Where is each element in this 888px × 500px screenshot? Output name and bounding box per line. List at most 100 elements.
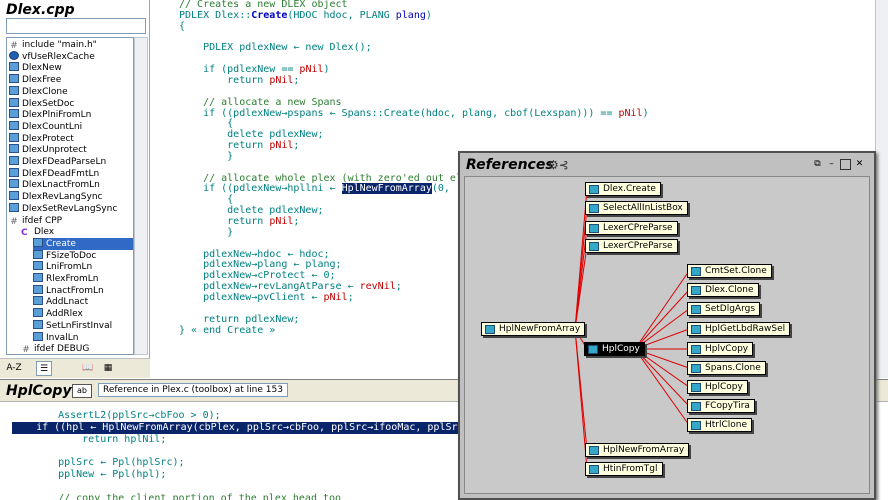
code-token: pNil (269, 216, 294, 227)
code-token: pdlexNew→hdoc ← hdoc; (179, 248, 330, 260)
outline-item[interactable]: vfUseRlexCache (9, 50, 95, 63)
function-icon (691, 364, 701, 373)
outline-item[interactable]: DlexClone (9, 85, 68, 98)
code-line: pdlexNew→pvClient ← pNil; (179, 292, 354, 304)
outline-item-label: DlexPlniFromLn (22, 110, 92, 121)
function-icon (9, 156, 19, 165)
outline-item[interactable]: LnactFromLn (33, 284, 104, 297)
code-line: PDLEX Dlex::Create(HDOC hdoc, PLANG plan… (179, 10, 432, 22)
graph-node-caller[interactable]: HplNewFromArray (585, 443, 690, 457)
graph-node-caller[interactable]: Dlex.Create (585, 182, 661, 196)
graph-node-callee[interactable]: HplCopy (687, 380, 748, 394)
outline-item[interactable]: DlexCountLni (9, 120, 82, 133)
outline-item[interactable]: DlexPlniFromLn (9, 109, 91, 121)
outline-item[interactable]: DlexFree (9, 74, 61, 86)
outline-item[interactable]: DlexSetRevLangSync (9, 202, 117, 215)
close-icon[interactable]: ✕ (855, 159, 864, 169)
code-token: { (179, 20, 186, 32)
outline-item[interactable]: DlexFDeadFmtLn (9, 167, 99, 180)
outline-item-label: Dlex (34, 227, 55, 238)
graph-node-callee[interactable]: CmtSet.Clone (687, 264, 772, 278)
sort-az-button[interactable]: A-Z (6, 363, 22, 373)
outline-item[interactable]: FSizeToDoc (33, 249, 96, 262)
minimize-icon[interactable]: – (829, 159, 834, 169)
restore-icon[interactable]: ⧉ (814, 159, 821, 169)
outline-panel: Dlex.cpp #include "main.h"vfUseRlexCache… (0, 0, 150, 378)
outline-item-label: DlexClone (22, 86, 68, 97)
outline-item[interactable]: #ifdef DEBUG (21, 343, 89, 354)
maximize-icon[interactable] (840, 159, 851, 170)
code-line: return pNil; (179, 216, 299, 228)
outline-item[interactable]: DlexUnprotect (9, 144, 87, 156)
outline-scrollbar[interactable] (134, 37, 148, 355)
graph-node-selected[interactable]: HplCopy (584, 342, 645, 356)
preprocessor-icon: # (9, 216, 19, 227)
code-token: PDLEX pdlexNew ← new Dlex(); (179, 42, 372, 54)
outline-item[interactable]: DlexFDeadParseLn (9, 156, 106, 168)
outline-item[interactable]: Create (33, 237, 133, 250)
graph-node-label: HplGetLbdRawSel (705, 324, 786, 334)
editor-scrollbar[interactable] (875, 0, 888, 378)
code-token: ; (293, 74, 300, 86)
graph-layout-icon[interactable]: ⚙⊰ (548, 158, 569, 172)
graph-node-label: LexerCPreParse (603, 223, 673, 233)
outline-item[interactable]: #ifdef CPP (9, 215, 62, 227)
outline-item[interactable]: RlexFromLn (33, 273, 98, 285)
outline-item[interactable]: SetLnFirstInval (33, 319, 112, 332)
outline-item[interactable]: AddRlex (33, 308, 83, 320)
outline-item[interactable]: DlexLnactFromLn (9, 179, 100, 191)
graph-node-label: FCopyTira (705, 401, 750, 411)
code-token: ; (293, 140, 300, 152)
code-token: return (179, 216, 270, 227)
context-doc-icon[interactable]: ab (72, 384, 92, 398)
graph-node-callee[interactable]: HplvCopy (687, 342, 754, 356)
outline-item[interactable]: LniFromLn (33, 261, 92, 273)
code-line: { (179, 118, 233, 130)
code-token: } (179, 150, 234, 162)
function-icon (33, 319, 43, 329)
graph-node-caller[interactable]: LexerCPreParse (585, 239, 678, 253)
outline-item[interactable]: DlexNew (9, 62, 62, 74)
outline-item-label: RlexFromLn (46, 274, 99, 284)
outline-item[interactable]: DlexRevLangSync (9, 191, 103, 203)
outline-filter-input[interactable] (6, 18, 146, 34)
graph-node-callee[interactable]: FCopyTira (687, 399, 755, 413)
code-token: pdlexNew→plang ← plang; (179, 259, 342, 271)
outline-item[interactable]: DlexProtect (9, 132, 74, 145)
function-icon (589, 446, 599, 455)
outline-item[interactable]: DlexSetDoc (9, 97, 74, 110)
graph-node-callee[interactable]: HplGetLbdRawSel (687, 322, 791, 336)
graph-node-callee[interactable]: SetDlgArgs (687, 302, 761, 316)
graph-node-callee[interactable]: Spans.Clone (687, 361, 766, 375)
book-icon[interactable]: 📖 (82, 363, 94, 373)
graph-node-callee[interactable]: Dlex.Clone (687, 283, 759, 297)
outline-item-label: LniFromLn (46, 262, 93, 273)
code-token: , PLANG (347, 9, 396, 21)
code-token: (HDOC (287, 9, 324, 21)
graph-node-caller[interactable]: LexerCPreParse (585, 221, 678, 235)
function-icon (33, 296, 43, 306)
function-icon (691, 325, 701, 334)
outline-item[interactable]: AddLnact (33, 296, 88, 308)
code-token: ) (323, 64, 330, 76)
code-line: pdlexNew→plang ← plang; (179, 259, 342, 271)
list-view-icon[interactable]: ☰ (36, 361, 52, 376)
graph-node-caller[interactable]: HtinFromTgl (585, 462, 663, 476)
graph-node-label: HplNewFromArray (603, 445, 685, 455)
graph-node-callee[interactable]: HtrlClone (687, 418, 753, 432)
outline-item-label: DlexFDeadParseLn (22, 157, 107, 167)
code-line: // allocate a new Spans (179, 97, 341, 109)
grid-view-icon[interactable]: ▦ (103, 363, 113, 373)
outline-item[interactable]: #include "main.h" (9, 39, 97, 51)
graph-node-caller[interactable]: SelectAllInListBox (585, 201, 688, 215)
function-icon (589, 242, 599, 251)
outline-item[interactable]: InvalLn (33, 331, 78, 344)
graph-node-root[interactable]: HplNewFromArray (481, 322, 586, 336)
graph-node-label: HplNewFromArray (499, 324, 581, 334)
outline-item-label: DlexProtect (22, 133, 74, 144)
graph-node-label: HplCopy (705, 382, 743, 392)
function-icon (33, 249, 43, 259)
